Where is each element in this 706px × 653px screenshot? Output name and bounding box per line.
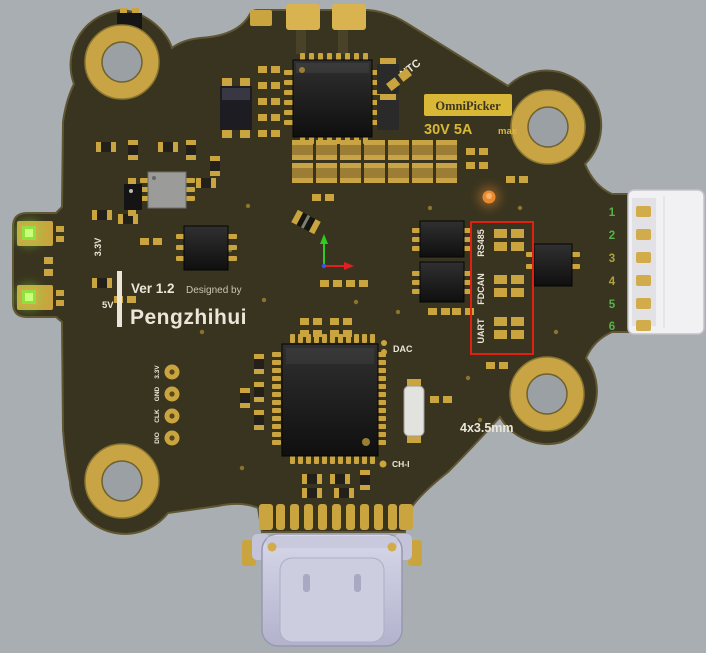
silk-version: Ver 1.2 [131,281,175,296]
pin-number-3: 3 [609,253,615,265]
silk-rail-5v: 5V [102,300,114,311]
brand-name: OmniPicker [435,99,501,113]
pin-number-2: 2 [609,230,615,242]
silk-label-fdcan: FDCAN [476,273,486,305]
inductor-component [220,78,252,138]
usb-edge-pads [259,504,413,530]
silk-prog-gnd: GND [154,386,161,401]
mcu-chip [272,334,386,464]
pin-number-4: 4 [609,276,616,288]
silk-rating-max: max [498,126,518,137]
prog-pad-gnd [164,386,180,402]
bus-ports-annotation-box [470,221,534,355]
mount-hole-top-left [85,25,159,99]
silk-divider-bar [117,271,122,327]
dac-pads [381,340,387,355]
ntc-pads [386,67,413,92]
driver-ic-right [526,243,580,287]
silk-rail-3v3: 3.3V [93,238,103,257]
silk-designed-by: Designed by [186,285,242,296]
transceiver-ic-2 [412,261,472,303]
mount-hole-top-right [511,90,585,164]
diode-component [291,209,321,235]
regulator-ic-gray [140,171,195,209]
usb-c-connector [242,533,422,647]
pin-number-6: 6 [609,321,615,333]
pin-number-5: 5 [609,299,616,311]
status-led-green-2 [16,284,42,310]
brand-plate [424,94,512,116]
ch-i-pad [379,460,387,468]
mount-hole-bottom-right [510,357,584,431]
status-led-orange [478,186,500,208]
mount-hole-bottom-left [85,444,159,518]
jst-connector-white [627,189,705,335]
transceiver-ic-1 [412,220,472,258]
power-ic-flank-caps [377,58,399,130]
prog-pad-dio [164,430,180,446]
bus-port-pads [494,229,524,339]
silk-mount-spec: 4x3.5mm [460,421,514,435]
silk-dac: DAC [393,344,413,354]
cad-origin-gizmo [320,234,354,270]
silk-prog-dio: DIO [154,432,161,444]
prog-pad-3v3 [164,364,180,380]
silk-label-uart: UART [476,318,486,343]
status-led-green-1 [16,220,42,246]
top-battery-pads [250,4,366,30]
silk-ch-i: CH-I [392,459,409,469]
silk-prog-3v3: 3.3V [154,365,161,379]
crystal-oscillator [403,379,452,443]
power-ic-chip [284,53,380,144]
silk-rating: 30V 5A [424,122,473,138]
prog-pad-clk [164,408,180,424]
pin-number-1: 1 [609,207,616,219]
transistor-component [124,178,142,216]
regulator-ic-black [176,225,237,271]
connector-pin-numbers: 1 2 3 4 5 6 [609,207,616,333]
copper-traces [296,26,348,54]
silk-author: Pengzhihui [130,306,247,329]
silk-prog-clk: CLK [154,409,161,423]
pcb-board-outline [12,8,649,535]
silk-label-rs485: RS485 [476,229,486,257]
